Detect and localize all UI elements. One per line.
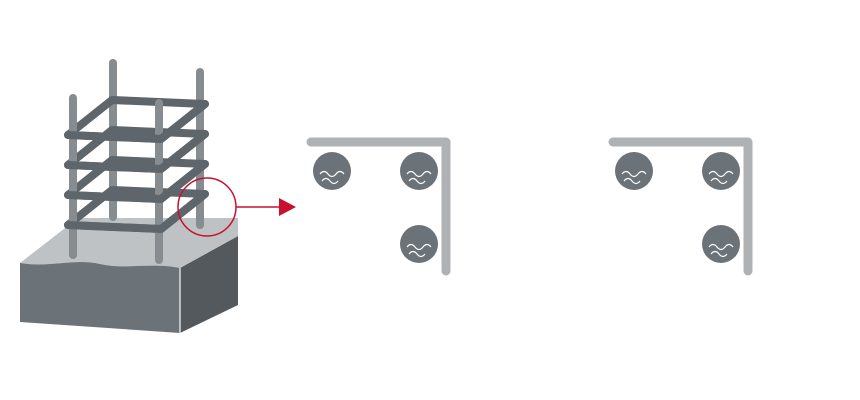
bar-section (313, 152, 351, 190)
bar-section (702, 152, 740, 190)
rebar-cage-illustration (20, 59, 238, 333)
bar-section (615, 152, 653, 190)
corner-detail-2 (608, 137, 753, 276)
footing-side-face (180, 236, 238, 333)
callout (177, 177, 296, 237)
arrow-right-icon (279, 198, 296, 216)
bar-section (702, 225, 740, 263)
stirrup-corner-2 (608, 137, 753, 276)
corner-detail-1 (306, 137, 451, 276)
stirrup-corner-1 (306, 137, 451, 276)
stirrup-front-segments (64, 100, 209, 233)
bar-section (400, 225, 438, 263)
footing-front-face (20, 262, 180, 333)
bar-section (400, 152, 438, 190)
